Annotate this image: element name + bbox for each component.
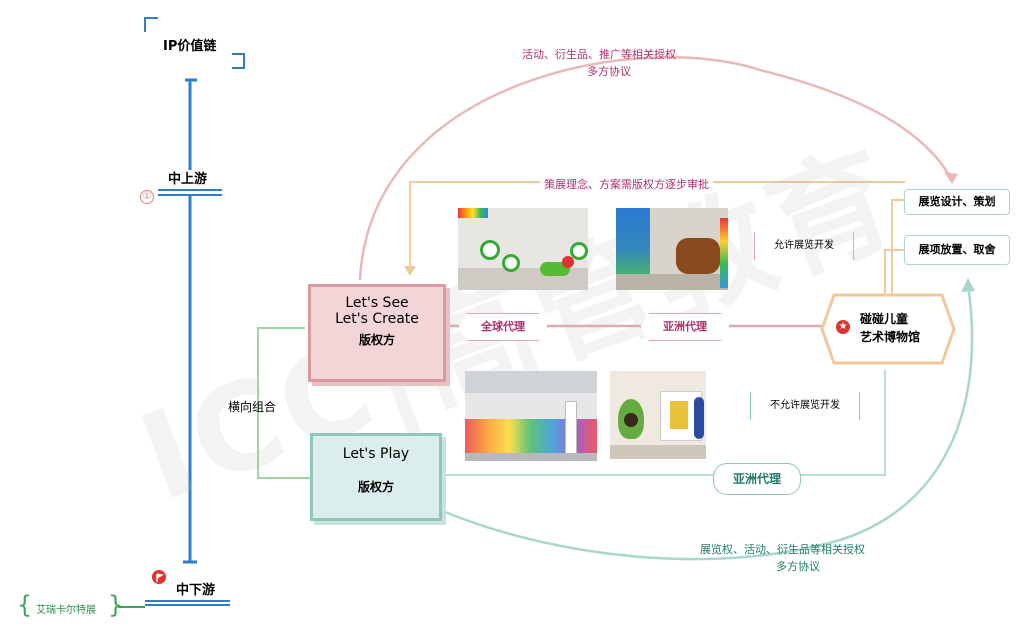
ip-chain-title: IP价值链 bbox=[163, 39, 217, 54]
install-service-box: 展项放置、取舍 bbox=[904, 235, 1010, 265]
exhibit-photo-caterpillar bbox=[458, 208, 588, 290]
museum-name-line2: 艺术博物馆 bbox=[860, 330, 921, 344]
lets-play-title: Let's Play bbox=[342, 446, 410, 462]
exhibit-photo-bear bbox=[616, 208, 728, 290]
bottom-auth-line2: 多方协议 bbox=[776, 560, 820, 573]
brace-close: } bbox=[108, 591, 124, 619]
upstream-label: 中上游 bbox=[168, 172, 208, 187]
not-allowed-note: 不允许展览开发 bbox=[750, 392, 860, 420]
exhibit-photo-play-pear bbox=[610, 371, 706, 459]
lets-play-card: Let's Play 版权方 bbox=[310, 433, 442, 521]
design-service-box: 展览设计、策划 bbox=[904, 189, 1010, 215]
global-agent-pill: 全球代理 bbox=[458, 313, 548, 341]
top-auth-line2: 多方协议 bbox=[587, 65, 631, 78]
upstream-badge: ① bbox=[140, 190, 154, 204]
allowed-note: 允许展览开发 bbox=[754, 232, 854, 260]
asia-agent-pill-bottom: 亚洲代理 bbox=[713, 463, 801, 495]
brace-open: { bbox=[17, 591, 33, 619]
downstream-label: 中下游 bbox=[176, 583, 216, 598]
lets-see-card: Let's See Let's Create 版权方 bbox=[308, 284, 446, 382]
lets-create-title: Let's Create bbox=[335, 311, 419, 327]
lets-see-role: 版权方 bbox=[358, 333, 395, 347]
bottom-auth-line1: 展览权、活动、衍生品等相关授权 bbox=[700, 543, 865, 556]
lets-play-role: 版权方 bbox=[357, 480, 394, 494]
exhibit-photo-play-hall bbox=[465, 371, 597, 461]
downstream-sub-label: 艾瑞卡尔特展 bbox=[36, 605, 96, 616]
approval-note: 策展理念、方案需版权方逐步审批 bbox=[540, 176, 713, 192]
top-auth-line1: 活动、衍生品、推广等相关授权 bbox=[522, 48, 676, 61]
horizontal-combo-label: 横向组合 bbox=[228, 400, 277, 414]
lets-see-title: Let's See bbox=[345, 295, 409, 311]
museum-name-line1: 碰碰儿童 bbox=[860, 312, 909, 326]
museum-node: ★ 碰碰儿童 艺术博物馆 bbox=[820, 293, 956, 365]
flag-icon bbox=[152, 570, 166, 584]
star-icon: ★ bbox=[836, 320, 850, 334]
asia-agent-pill-top: 亚洲代理 bbox=[640, 313, 730, 341]
